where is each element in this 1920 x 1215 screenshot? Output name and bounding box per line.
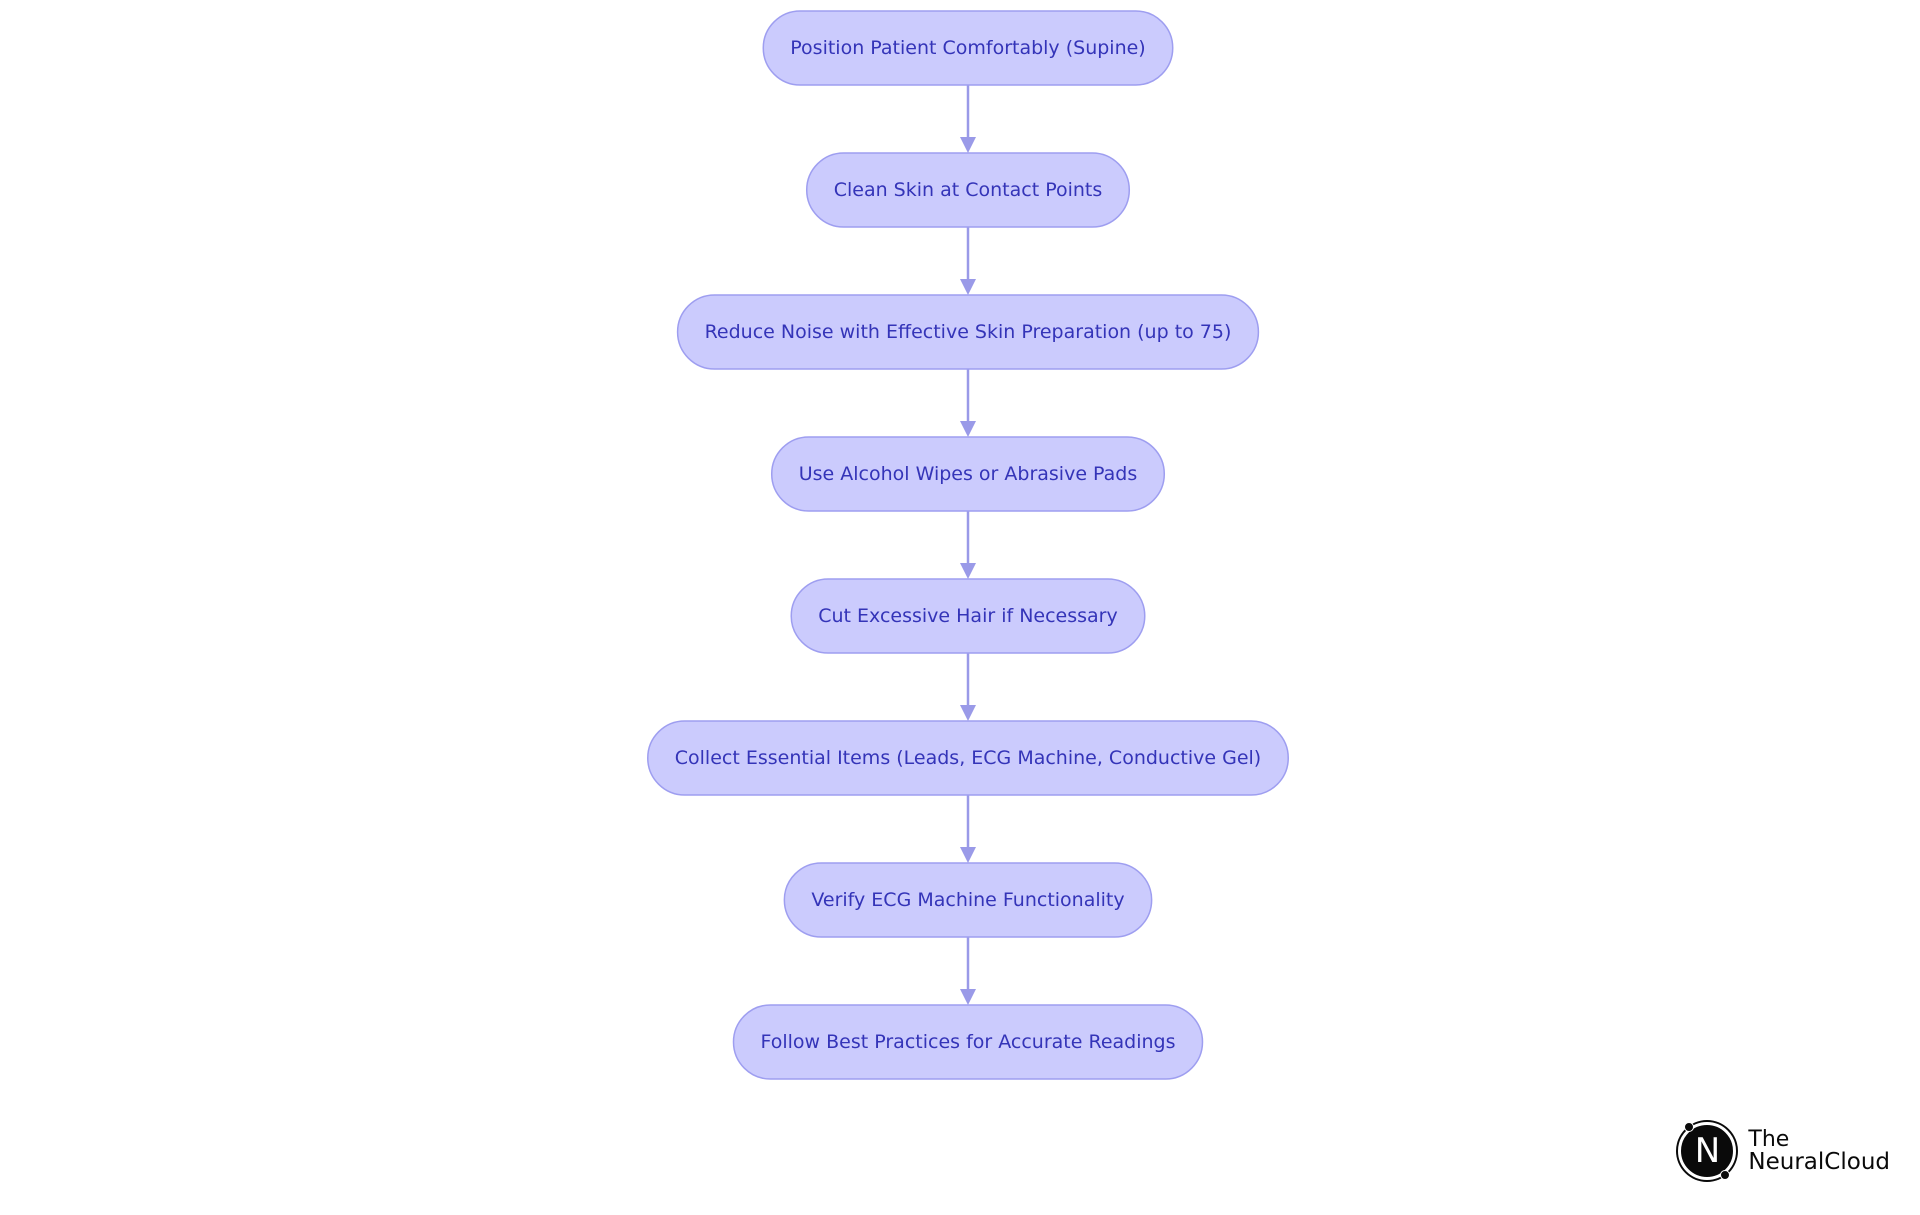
flow-node-label: Reduce Noise with Effective Skin Prepara… (705, 321, 1232, 343)
flow-node-box (770, 436, 1166, 512)
flow-node-3: Reduce Noise with Effective Skin Prepara… (676, 294, 1260, 370)
flow-node-8: Follow Best Practices for Accurate Readi… (732, 1004, 1204, 1080)
arrowhead-icon (960, 421, 976, 437)
logo-line-1: The (1748, 1126, 1790, 1152)
nodes-layer: Position Patient Comfortably (Supine) Cle… (647, 10, 1289, 1080)
flow-node-label: Clean Skin at Contact Points (834, 179, 1103, 201)
flow-node-label: Cut Excessive Hair if Necessary (818, 605, 1118, 627)
flow-node-box (647, 720, 1289, 796)
flow-node-box (783, 862, 1153, 938)
neuralcloud-logo: N The NeuralCloud (1678, 1122, 1890, 1180)
arrowhead-icon (960, 137, 976, 153)
logo-line-2: NeuralCloud (1748, 1148, 1890, 1175)
arrowhead-icon (960, 705, 976, 721)
flow-node-box (790, 578, 1146, 654)
flow-node-label: Use Alcohol Wipes or Abrasive Pads (799, 463, 1138, 485)
arrowhead-icon (960, 279, 976, 295)
arrowhead-icon (960, 563, 976, 579)
edges-layer (960, 85, 976, 1005)
logo-dot-icon (1684, 1122, 1695, 1132)
arrowhead-icon (960, 989, 976, 1005)
flow-node-1: Position Patient Comfortably (Supine) (762, 10, 1174, 86)
flow-node-label: Position Patient Comfortably (Supine) (790, 37, 1145, 59)
flow-node-7: Verify ECG Machine Functionality (783, 862, 1153, 938)
logo-glyph: N (1694, 1131, 1721, 1171)
flow-node-4: Use Alcohol Wipes or Abrasive Pads (770, 436, 1166, 512)
arrowhead-icon (960, 847, 976, 863)
flow-node-label: Collect Essential Items (Leads, ECG Mach… (675, 747, 1261, 769)
flow-node-2: Clean Skin at Contact Points (805, 152, 1131, 228)
flow-node-box (676, 294, 1260, 370)
neuralcloud-logo-icon: N (1678, 1122, 1737, 1180)
flow-node-label: Verify ECG Machine Functionality (811, 889, 1124, 911)
flow-node-5: Cut Excessive Hair if Necessary (790, 578, 1146, 654)
flow-node-6: Collect Essential Items (Leads, ECG Mach… (647, 720, 1289, 796)
flow-node-label: Follow Best Practices for Accurate Readi… (761, 1031, 1176, 1053)
flow-node-box (805, 152, 1131, 228)
flow-node-box (732, 1004, 1204, 1080)
flow-node-box (762, 10, 1174, 86)
logo-dot-icon (1720, 1170, 1731, 1180)
logo-wordmark: The NeuralCloud (1748, 1126, 1890, 1175)
